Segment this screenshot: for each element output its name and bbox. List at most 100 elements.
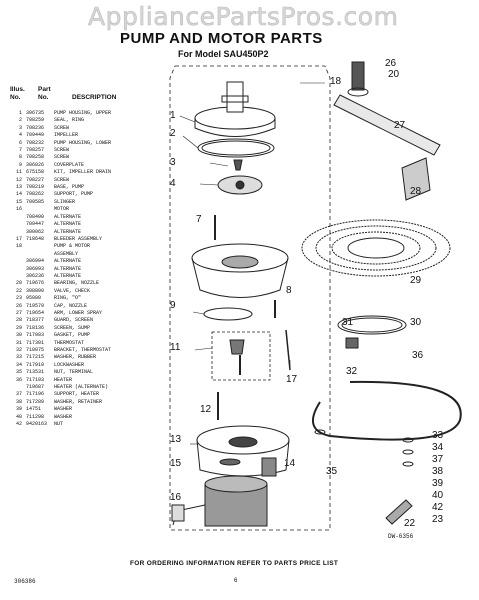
part-number: 717193 (26, 376, 45, 383)
part-description: BRACKET, THERMOSTAT (54, 347, 112, 353)
ordering-footer: FOR ORDERING INFORMATION REFER TO PARTS … (130, 560, 339, 567)
callout-label: 20 (388, 69, 400, 80)
part-description: ALTERNATE (54, 228, 82, 235)
illus-number: 34 (15, 361, 22, 368)
part-description: CAP, NOZZLE (54, 302, 88, 309)
header-part: Part (38, 86, 51, 93)
illus-number: 9 (18, 161, 22, 168)
illus-number: 17 (15, 235, 22, 242)
callout-label: 40 (432, 490, 444, 501)
callout-label: 8 (286, 285, 292, 296)
part-description: BASE, PUMP (54, 184, 85, 191)
part-description: NUT, TERMINAL (54, 369, 94, 376)
part-description: BLEEDER ASSEMBLY (54, 235, 103, 242)
part-description: SCREW (54, 176, 70, 183)
illus-number: 13 (15, 184, 22, 191)
part-description: ALTERNATE (54, 272, 82, 279)
callout-label: 29 (410, 275, 422, 286)
header-part-no: No. (38, 94, 49, 101)
part-number: 300062 (26, 228, 45, 235)
part-description: MOTOR (54, 206, 70, 213)
header-no: No. (10, 94, 21, 101)
part-description: WASHER (54, 406, 73, 413)
part-description: SEAL, RING (54, 117, 85, 124)
callout-label: 31 (342, 317, 354, 328)
part-number: 708262 (26, 191, 45, 198)
part-number: 708232 (26, 139, 45, 146)
part-description: HEATER (54, 376, 73, 383)
callout-label: 7 (196, 214, 202, 225)
illus-number: 29 (15, 324, 22, 331)
part-number: 306026 (26, 161, 45, 168)
callout-label: 16 (170, 492, 182, 503)
part-description: ALTERNATE (54, 265, 82, 272)
part-description: ALTERNATE (54, 213, 82, 220)
illus-number: 18 (15, 243, 22, 250)
part-description: SCREW (54, 154, 70, 161)
callout-label: 9 (170, 300, 176, 311)
part-description: ALTERNATE (54, 258, 82, 265)
part-number: 708236 (26, 124, 45, 131)
illus-number: 42 (15, 421, 22, 428)
part-number: 719654 (26, 309, 45, 316)
part-number: 708259 (26, 117, 45, 124)
table-row: 300062 ALTERNATE (8, 229, 158, 236)
part-number: 308800 (26, 287, 45, 294)
part-description: ARM, LOWER SPRAY (54, 309, 103, 316)
callout-label: 12 (200, 404, 212, 415)
illus-number: 11 (15, 169, 22, 176)
callout-label: 33 (432, 430, 444, 441)
illus-number: 32 (15, 347, 22, 353)
part-description: WASHER, RETAINER (54, 398, 103, 405)
parts-table-header: Illus. Part No. No. DESCRIPTION (8, 86, 158, 110)
part-description: WASHER (54, 413, 73, 420)
part-description: RING, "O" (54, 295, 82, 302)
part-description: COVERPLATE (54, 161, 85, 168)
part-number: 306735 (26, 110, 45, 116)
callout-label: 36 (412, 350, 424, 361)
callout-label: 42 (432, 502, 444, 513)
callout-label: 15 (170, 458, 182, 469)
callout-label: 22 (404, 518, 416, 529)
illus-number: 31 (15, 339, 22, 346)
part-number: 708227 (26, 176, 45, 183)
part-number: 708258 (26, 154, 45, 161)
callout-label: 38 (432, 466, 444, 477)
illus-number: 4 (18, 132, 22, 139)
part-description: SLINGER (54, 198, 76, 205)
part-number: 719687 (26, 384, 45, 391)
callout-label: 37 (432, 454, 444, 465)
part-description: SCREW (54, 147, 70, 154)
callout-label: 1 (170, 110, 176, 121)
page-title: PUMP AND MOTOR PARTS (120, 30, 323, 47)
illus-number: 22 (15, 287, 22, 294)
part-number: 719676 (26, 280, 45, 287)
callout-label: 28 (410, 186, 422, 197)
illus-number: 39 (15, 406, 22, 413)
illus-number: 6 (18, 139, 22, 146)
part-description: NUT (54, 421, 64, 428)
part-number: 708490 (26, 213, 45, 220)
callout-label: 30 (410, 317, 422, 328)
